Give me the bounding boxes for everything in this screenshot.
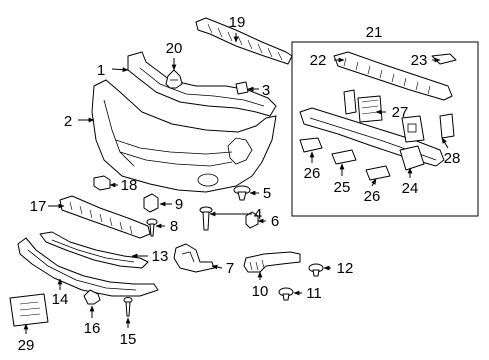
bolt-4 <box>199 206 213 231</box>
pad-26-left <box>299 137 323 153</box>
callout-3: 3 <box>262 82 270 99</box>
callout-21: 21 <box>366 24 383 41</box>
callout-18: 18 <box>121 177 138 194</box>
callout-17: 17 <box>30 198 47 215</box>
inset-box <box>291 41 479 217</box>
callout-1: 1 <box>97 62 105 79</box>
bolt-15 <box>123 297 133 317</box>
push-pin-5 <box>233 185 251 201</box>
impact-bar <box>299 107 445 171</box>
callout-16: 16 <box>84 320 101 337</box>
callout-28: 28 <box>444 150 461 167</box>
callout-20: 20 <box>166 40 183 57</box>
lower-spoiler <box>17 237 159 297</box>
side-bracket-7 <box>173 243 215 273</box>
leader-lines <box>23 33 449 334</box>
license-plate-bracket <box>9 293 49 327</box>
callout-25: 25 <box>334 179 351 196</box>
fastener-16 <box>83 289 101 305</box>
callout-27: 27 <box>392 104 409 121</box>
lower-grille <box>59 195 151 239</box>
nut-9 <box>143 193 159 213</box>
push-pin-11 <box>278 287 294 301</box>
callout-5: 5 <box>263 185 271 202</box>
callout-19: 19 <box>229 14 246 31</box>
clip-20 <box>165 69 183 89</box>
nut-6 <box>245 211 259 229</box>
callout-4: 4 <box>254 206 262 223</box>
bracket-10 <box>243 251 301 273</box>
callout-labels: 1 2 3 4 5 6 7 8 9 10 11 12 13 14 15 16 1… <box>18 14 461 354</box>
pad-26-right <box>365 165 391 181</box>
callout-29: 29 <box>18 337 35 354</box>
lower-deflector <box>39 231 149 269</box>
callout-26-left: 26 <box>304 165 321 182</box>
callout-22: 22 <box>310 52 327 69</box>
callout-24: 24 <box>402 180 419 197</box>
callout-7: 7 <box>226 260 234 277</box>
callout-2: 2 <box>64 113 72 130</box>
callout-15: 15 <box>120 331 137 348</box>
callout-6: 6 <box>271 213 279 230</box>
screw-8 <box>146 218 158 237</box>
block-18 <box>93 175 111 191</box>
upper-cover <box>127 51 277 117</box>
callout-26-right: 26 <box>364 188 381 205</box>
callout-10: 10 <box>252 283 269 300</box>
push-pin-12 <box>308 263 324 277</box>
callout-12: 12 <box>337 260 354 277</box>
callout-13: 13 <box>152 248 169 265</box>
bracket-3 <box>235 81 249 95</box>
callout-8: 8 <box>170 218 178 235</box>
bumper-fascia <box>91 79 277 193</box>
upper-tie-bar <box>333 51 453 101</box>
callout-14: 14 <box>52 291 69 308</box>
upper-grille-support <box>195 17 293 65</box>
bracket-28 <box>401 113 455 143</box>
absorber-27 <box>343 89 383 123</box>
callout-9: 9 <box>175 196 183 213</box>
center-strip-25 <box>331 149 357 165</box>
callout-11: 11 <box>306 285 322 302</box>
bracket-23 <box>431 53 457 65</box>
callout-23: 23 <box>411 52 428 69</box>
